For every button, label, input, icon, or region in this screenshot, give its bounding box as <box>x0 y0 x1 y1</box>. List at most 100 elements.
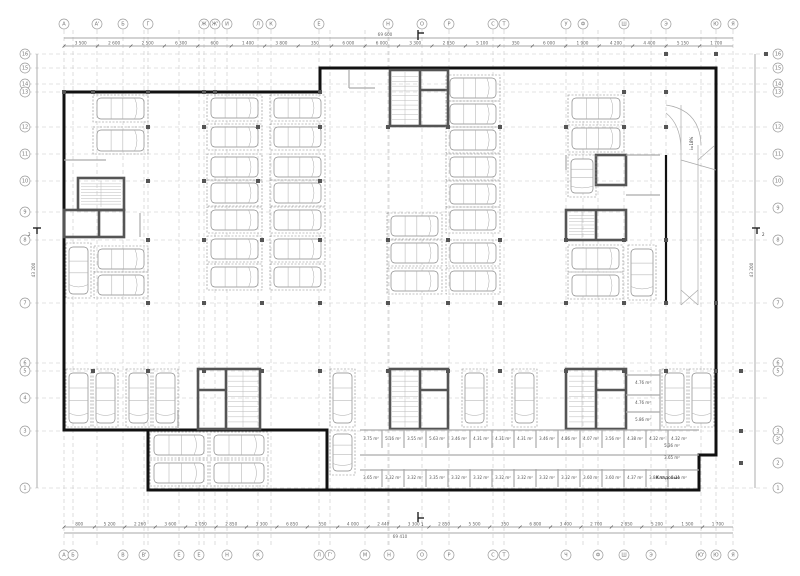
axis-label: 10 <box>775 178 781 184</box>
total-width-top: 69 600 <box>378 32 393 37</box>
axis-label: А <box>62 21 66 27</box>
right-dimension: 43 200 <box>749 54 756 488</box>
axis-bubble-top: А' <box>91 18 103 30</box>
axis-label: 16 <box>22 51 28 57</box>
storage-room-area: 4.31 m² <box>473 436 489 441</box>
axis-bubble-left: 9 <box>19 206 31 218</box>
storage-room-area: 5.16 m² <box>385 436 401 441</box>
parking-space <box>206 94 263 122</box>
parking-space <box>269 235 326 263</box>
axis-bubble-top: Ж <box>198 18 210 30</box>
axis-bubble-right: 9 <box>772 202 784 214</box>
axis-bubble-top: Ф <box>577 18 589 30</box>
axis-label: К <box>256 552 260 558</box>
axis-bubble-left: 7 <box>19 297 31 309</box>
parking-space <box>92 94 149 123</box>
storage-room-area: 5.11 m² <box>671 475 687 480</box>
axis-label: 14 <box>22 81 28 87</box>
storage-label: Кладовые <box>656 475 680 481</box>
axis-bubble-bottom: Ю <box>710 549 722 561</box>
parking-space <box>206 153 263 181</box>
dimension-value: 550 <box>318 522 326 527</box>
axis-label: Р <box>447 21 450 27</box>
parking-space <box>125 368 152 428</box>
storage-room-area: 3.75 m² <box>363 436 379 441</box>
axis-label: Ж <box>201 21 207 27</box>
section-mark-bottom: 1 <box>417 512 424 527</box>
axis-bubble-left: 4 <box>19 392 31 404</box>
total-height-left: 43 200 <box>31 262 36 277</box>
parking-space <box>269 94 326 122</box>
parking-space <box>269 123 326 151</box>
stair-core-ne <box>564 153 660 242</box>
axis-label: 10 <box>22 178 28 184</box>
axis-label: Ю <box>713 21 719 27</box>
axis-bubble-top: Я <box>727 18 739 30</box>
axis-bubble-top: Е <box>313 18 325 30</box>
axis-label: 5 <box>23 368 26 374</box>
axis-bubble-right: 1 <box>772 482 784 494</box>
axis-bubble-left: 10 <box>19 175 31 187</box>
axis-bubble-left: 3 <box>19 425 31 437</box>
parking-space <box>93 271 149 299</box>
storage-room-area: 3.65 m² <box>664 455 680 460</box>
parking-space <box>386 239 443 267</box>
dimension-value: 1 500 <box>681 522 693 527</box>
dimension-value: 1 700 <box>710 41 722 46</box>
axis-label: 9 <box>776 205 779 211</box>
axis-label: Э <box>649 552 653 558</box>
axis-bubble-bottom: Ш <box>618 549 630 561</box>
axis-label: Ф <box>581 21 586 27</box>
storage-room-area: 5.36 m² <box>664 443 680 448</box>
axis-label: Я <box>731 21 734 27</box>
dimension-value: 3 500 <box>75 41 87 46</box>
axis-label: 8 <box>776 237 779 243</box>
dimension-value: 6 300 <box>175 41 187 46</box>
axis-label: Ж' <box>212 21 219 27</box>
storage-room-area: 4.07 m² <box>583 436 599 441</box>
parking-space <box>269 179 326 207</box>
axis-label: 3 <box>776 428 779 434</box>
ramp-slope-label: i=18% <box>689 136 694 150</box>
axis-label: Н <box>386 21 390 27</box>
axis-bubble-bottom: В <box>117 549 129 561</box>
axis-bubble-bottom: Т <box>498 549 510 561</box>
storage-room-area: 3.32 m² <box>495 475 511 480</box>
axis-label: 5 <box>776 368 779 374</box>
storage-room-area: 3.56 m² <box>605 436 621 441</box>
axis-label: В' <box>142 552 147 558</box>
axis-label: 1 <box>23 485 26 491</box>
axis-label: 11 <box>22 151 28 157</box>
axis-bubble-bottom: М <box>359 549 371 561</box>
parking-space <box>92 126 149 155</box>
axis-label: 13 <box>22 89 28 95</box>
axis-label: Ш <box>621 552 626 558</box>
stair-core-sw <box>177 367 262 431</box>
axis-bubble-right: 16 <box>772 48 784 60</box>
axis-bubble-bottom: Л <box>313 549 325 561</box>
parking-space <box>206 179 263 207</box>
axis-bubble-bottom: Э <box>645 549 657 561</box>
parking-space <box>269 206 326 234</box>
axis-bubble-bottom: В' <box>138 549 150 561</box>
parking-bays <box>65 74 715 487</box>
storage-room-area: 4.37 m² <box>627 475 643 480</box>
parking-space <box>445 153 501 181</box>
parking-space <box>567 154 597 198</box>
axis-bubble-bottom: Я <box>727 549 739 561</box>
axis-bubble-top: Л <box>252 18 264 30</box>
parking-space <box>65 368 92 428</box>
axis-label: 15 <box>22 65 28 71</box>
dimension-value: 3 300 <box>408 522 420 527</box>
storage-room-area: 4.32 m² <box>649 436 665 441</box>
axis-bubble-top: Ш <box>618 18 630 30</box>
axis-label: 6 <box>776 360 779 366</box>
parking-space <box>269 153 326 181</box>
stair-core-se <box>564 367 628 431</box>
axis-label: А' <box>95 21 100 27</box>
dimension-value: 600 <box>211 41 219 46</box>
